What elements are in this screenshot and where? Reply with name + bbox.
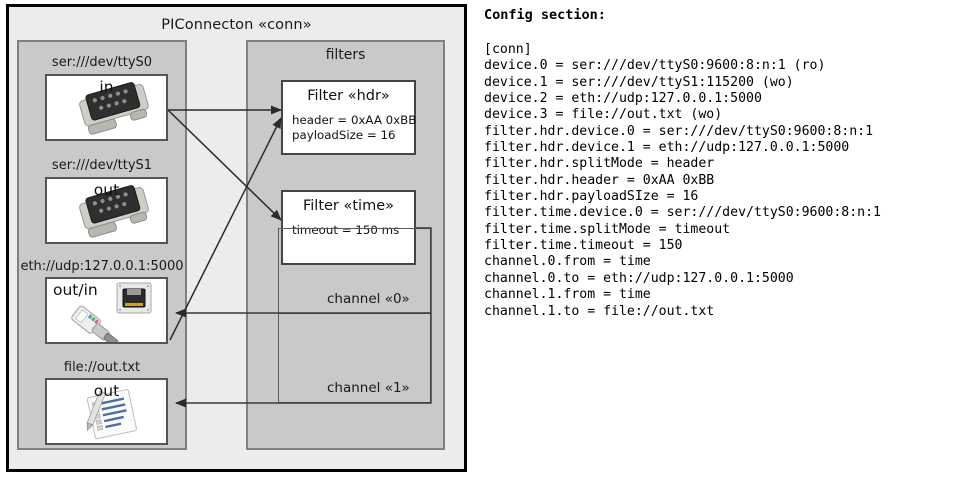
channel-label-1: channel «1»: [327, 380, 410, 396]
serial-connector-icon: [79, 185, 149, 238]
device-label-file: file://out.txt: [63, 360, 141, 375]
device-box-file[interactable]: out: [45, 378, 168, 445]
channel-label-0: channel «0»: [327, 291, 410, 307]
outer-frame-title: PIConnecton «conn»: [161, 17, 312, 33]
device-box-eth[interactable]: out/in: [45, 277, 168, 344]
config-section-body: [conn] device.0 = ser:///dev/ttyS0:9600:…: [484, 42, 881, 319]
serial-connector-icon: [79, 82, 149, 135]
text-file-icon: [86, 389, 137, 440]
filter-title-hdr: Filter «hdr»: [307, 88, 390, 104]
device-io-file: out: [93, 382, 120, 400]
device-label-eth: eth://udp:127.0.0.1:5000: [20, 259, 184, 274]
ethernet-connector-icon: [71, 282, 152, 342]
device-io-ttyS0: in: [99, 78, 114, 96]
filter-box-hdr[interactable]: Filter «hdr» header = 0xAA 0xBB payloadS…: [281, 80, 416, 155]
device-box-ttyS0[interactable]: in: [45, 74, 168, 141]
device-label-ttyS0: ser:///dev/ttyS0: [51, 55, 153, 70]
filters-panel-title: filters: [325, 47, 366, 63]
device-io-eth: out/in: [53, 281, 98, 299]
config-section-heading: Config section:: [484, 7, 606, 23]
filter-title-time: Filter «time»: [302, 198, 395, 214]
device-box-ttyS1[interactable]: out: [45, 177, 168, 244]
device-io-ttyS1: out: [93, 181, 120, 199]
device-label-ttyS1: ser:///dev/ttyS1: [51, 158, 153, 173]
filter-attrs-hdr: header = 0xAA 0xBB payloadSize = 16: [292, 113, 417, 142]
